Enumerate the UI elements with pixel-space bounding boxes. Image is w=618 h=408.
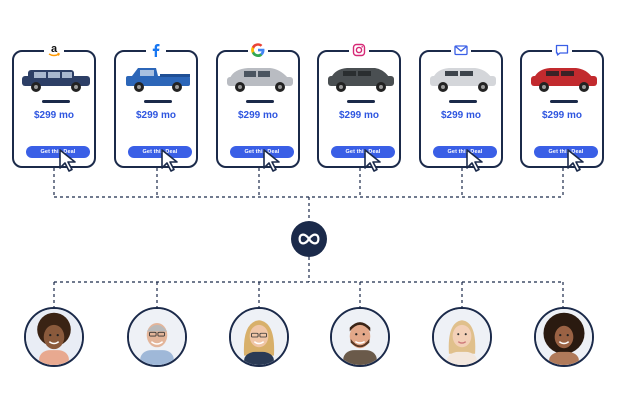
ad-card-facebook: $299 mo Get this Deal bbox=[114, 40, 198, 172]
price-label: $299 mo bbox=[338, 110, 380, 121]
sms-icon bbox=[552, 40, 572, 60]
ad-card-sms: $299 mo Get this Deal bbox=[520, 40, 604, 172]
divider-bar bbox=[144, 100, 172, 103]
ad-card-google: $299 mo Get this Deal bbox=[216, 40, 300, 172]
price-label: $299 mo bbox=[33, 110, 75, 121]
hub-node bbox=[291, 221, 327, 257]
car-image bbox=[430, 68, 496, 92]
car-image bbox=[227, 68, 293, 92]
instagram-icon bbox=[349, 40, 369, 60]
get-deal-button[interactable]: Get this Deal bbox=[230, 146, 294, 158]
car-image bbox=[22, 70, 90, 92]
price-label: $299 mo bbox=[237, 110, 279, 121]
get-deal-button[interactable]: Get this Deal bbox=[331, 146, 395, 158]
get-deal-button[interactable]: Get this Deal bbox=[26, 146, 90, 158]
ad-card-amazon: a $299 mo Get this Deal bbox=[12, 40, 96, 172]
cursor-icon bbox=[364, 149, 381, 172]
audience-avatar bbox=[127, 307, 187, 367]
price-label: $299 mo bbox=[135, 110, 177, 121]
divider-bar bbox=[42, 100, 70, 103]
audience-avatar bbox=[432, 307, 492, 367]
amazon-icon: a bbox=[44, 40, 64, 60]
divider-bar bbox=[347, 100, 375, 103]
ad-card-email: $299 mo Get this Deal bbox=[419, 40, 503, 172]
audience-avatar bbox=[534, 307, 594, 367]
audience-avatar bbox=[229, 307, 289, 367]
audience-avatar bbox=[24, 307, 84, 367]
email-icon bbox=[451, 40, 471, 60]
infinity-icon bbox=[298, 233, 320, 245]
google-icon bbox=[248, 40, 268, 60]
divider-bar bbox=[246, 100, 274, 103]
cursor-icon bbox=[161, 149, 178, 172]
svg-text:a: a bbox=[51, 43, 58, 55]
car-image bbox=[126, 68, 190, 92]
divider-bar bbox=[449, 100, 477, 103]
audience-avatar bbox=[330, 307, 390, 367]
cursor-icon bbox=[59, 149, 76, 172]
get-deal-button[interactable]: Get this Deal bbox=[433, 146, 497, 158]
get-deal-button[interactable]: Get this Deal bbox=[128, 146, 192, 158]
car-image bbox=[328, 68, 394, 92]
cursor-icon bbox=[263, 149, 280, 172]
divider-bar bbox=[550, 100, 578, 103]
ad-card-instagram: $299 mo Get this Deal bbox=[317, 40, 401, 172]
facebook-icon bbox=[146, 40, 166, 60]
cursor-icon bbox=[466, 149, 483, 172]
get-deal-button[interactable]: Get this Deal bbox=[534, 146, 598, 158]
car-image bbox=[531, 68, 597, 92]
price-label: $299 mo bbox=[440, 110, 482, 121]
cursor-icon bbox=[567, 149, 584, 172]
price-label: $299 mo bbox=[541, 110, 583, 121]
